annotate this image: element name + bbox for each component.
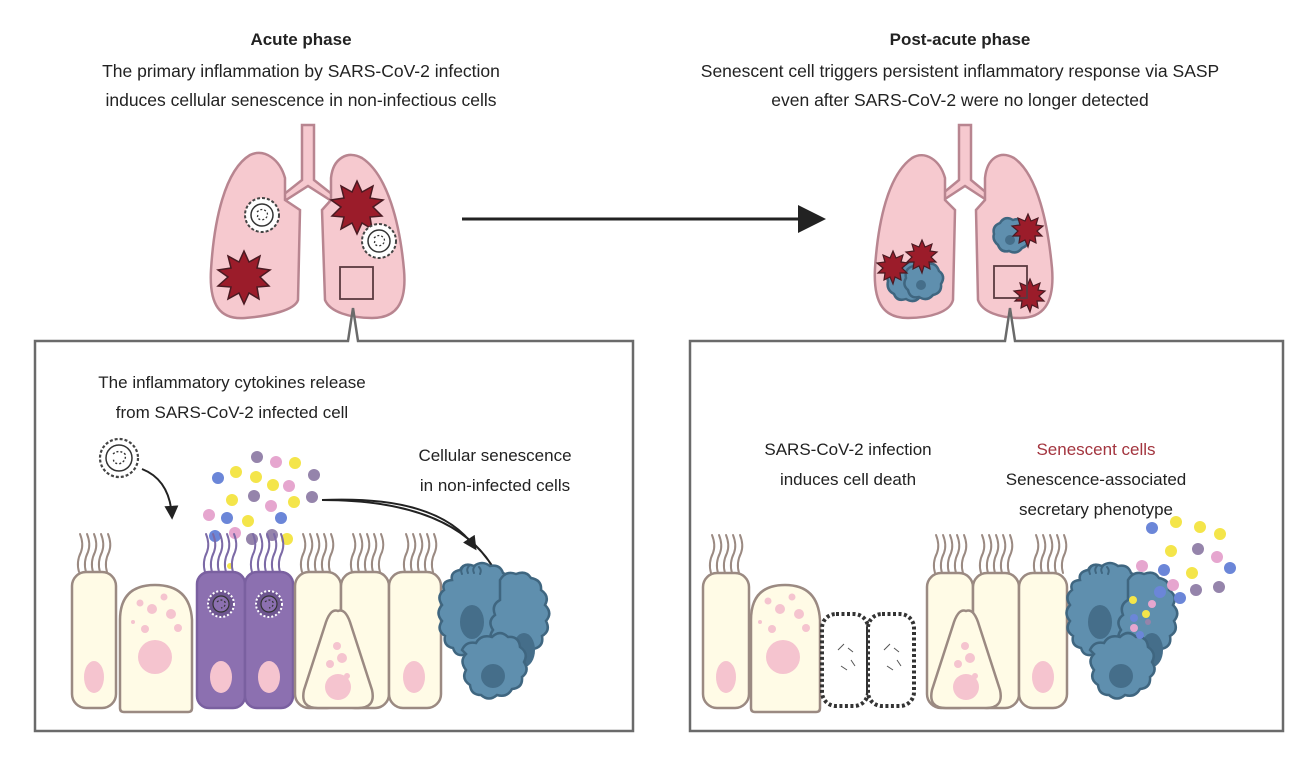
- cytokine-dot: [1154, 586, 1166, 598]
- ciliated-cell: [70, 533, 118, 710]
- senescent-cell-cluster: [437, 561, 551, 700]
- cytokine-dot: [1192, 543, 1204, 555]
- senescence-label-line2: in non-infected cells: [420, 476, 570, 495]
- cytokine-dot: [1146, 522, 1158, 534]
- cytokine-dot: [1129, 596, 1137, 604]
- cytokine-dot: [1148, 600, 1156, 608]
- trachea: [940, 123, 990, 201]
- virus-icon: [255, 590, 283, 618]
- acute-title: Acute phase: [250, 30, 351, 49]
- inflammation-star-icon: [216, 249, 272, 306]
- trachea: [281, 123, 335, 202]
- cytokine-dot: [1130, 614, 1138, 622]
- basal-cell: [302, 609, 374, 710]
- cytokine-dot: [1130, 624, 1138, 632]
- ciliated-cell: [701, 534, 751, 710]
- inflammation-star-icon: [904, 238, 939, 275]
- virus-icon: [361, 223, 397, 259]
- cytokine-dot: [1142, 610, 1150, 618]
- cytokine-dot: [289, 457, 301, 469]
- sasp-label-line2: secretary phenotype: [1019, 500, 1173, 519]
- cytokine-label-line2: from SARS-CoV-2 infected cell: [116, 403, 348, 422]
- cytokine-dot: [308, 469, 320, 481]
- cytokine-dot: [288, 496, 300, 508]
- acute-lungs: [209, 123, 406, 320]
- cytokine-dot: [275, 512, 287, 524]
- cytokine-dot: [230, 466, 242, 478]
- cytokine-dot: [221, 512, 233, 524]
- cytokine-dot: [1145, 619, 1151, 625]
- post-acute-title: Post-acute phase: [890, 30, 1031, 49]
- infection-arrow: [141, 468, 179, 520]
- cytokine-dot: [1214, 528, 1226, 540]
- post-acute-desc-line1: Senescent cell triggers persistent infla…: [701, 61, 1219, 81]
- cell-death-label-line2: induces cell death: [780, 470, 916, 489]
- dead-cell: [820, 612, 870, 708]
- zoom-region-marker: [339, 266, 374, 300]
- ciliated-cell: [387, 533, 443, 710]
- post-acute-lungs: [873, 123, 1054, 320]
- cytokine-dot: [270, 456, 282, 468]
- cytokine-dot: [265, 500, 277, 512]
- virus-icon: [98, 437, 140, 479]
- cytokine-dot: [283, 480, 295, 492]
- cytokine-dot: [229, 527, 241, 539]
- cytokine-dot: [1165, 545, 1177, 557]
- cytokine-dot: [1158, 564, 1170, 576]
- inflammation-star-icon: [1012, 277, 1047, 314]
- infected-cell: [243, 533, 295, 710]
- ciliated-cell: [1017, 534, 1069, 710]
- cytokine-dot: [1136, 631, 1144, 639]
- cytokine-dot: [212, 472, 224, 484]
- senescence-label-line1: Cellular senescence: [418, 446, 571, 465]
- cytokine-dot: [226, 494, 238, 506]
- cytokine-dot: [306, 491, 318, 503]
- cytokine-label-line1: The inflammatory cytokines release: [98, 373, 365, 392]
- infected-cell: [195, 533, 247, 710]
- goblet-cell: [118, 583, 194, 714]
- cytokine-dot: [209, 530, 221, 542]
- cytokine-dot: [1194, 521, 1206, 533]
- cytokine-dot: [1174, 592, 1186, 604]
- post-acute-desc-line2: even after SARS-CoV-2 were no longer det…: [771, 90, 1148, 110]
- cytokine-dot: [242, 515, 254, 527]
- cytokine-dot: [250, 471, 262, 483]
- sasp-cytokine-cloud: [1129, 516, 1236, 639]
- senescent-cells-label: Senescent cells: [1036, 440, 1155, 459]
- goblet-cell: [749, 583, 822, 714]
- cytokine-dot: [1136, 560, 1148, 572]
- dead-cell: [866, 612, 916, 708]
- inflammation-star-icon: [1010, 212, 1045, 249]
- cytokine-dot: [251, 451, 263, 463]
- cytokine-dot: [1224, 562, 1236, 574]
- cytokine-dot: [1211, 551, 1223, 563]
- inflammation-star-icon: [875, 249, 910, 286]
- cytokine-dot: [1213, 581, 1225, 593]
- acute-detail-panel: The inflammatory cytokines release from …: [33, 307, 635, 733]
- zoom-region-marker: [993, 265, 1028, 299]
- post-acute-detail-panel: SARS-CoV-2 infection induces cell death …: [688, 307, 1285, 733]
- cytokine-dot: [267, 479, 279, 491]
- cytokine-dot: [1167, 579, 1179, 591]
- cytokine-dot: [1186, 567, 1198, 579]
- basal-cell: [930, 609, 1002, 710]
- cytokine-dot: [1170, 516, 1182, 528]
- cytokine-dot: [248, 490, 260, 502]
- acute-desc-line1: The primary inflammation by SARS-CoV-2 i…: [102, 61, 500, 81]
- acute-header: Acute phase The primary inflammation by …: [102, 30, 500, 110]
- sasp-label-line1: Senescence-associated: [1006, 470, 1187, 489]
- cytokine-dot: [1190, 584, 1202, 596]
- post-acute-header: Post-acute phase Senescent cell triggers…: [701, 30, 1219, 110]
- cell-death-label-line1: SARS-CoV-2 infection: [764, 440, 931, 459]
- acute-desc-line2: induces cellular senescence in non-infec…: [105, 90, 496, 110]
- cytokine-dot: [203, 509, 215, 521]
- virus-icon: [207, 590, 235, 618]
- virus-icon: [244, 197, 280, 233]
- inflammation-star-icon: [329, 179, 385, 236]
- transition-arrow: [462, 205, 826, 233]
